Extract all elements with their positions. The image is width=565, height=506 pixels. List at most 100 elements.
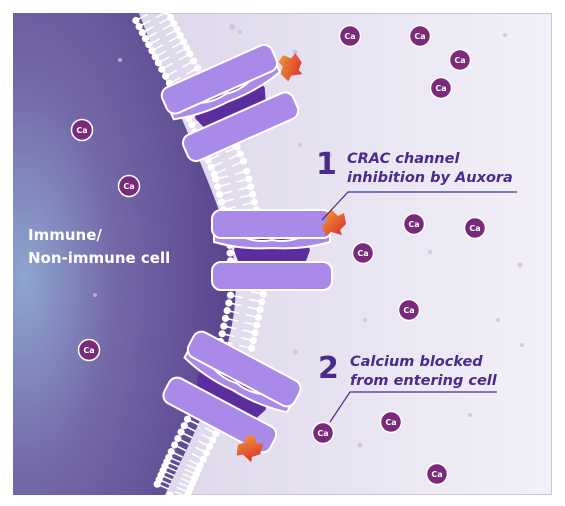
calcium-ion-label: Ca bbox=[344, 32, 355, 41]
cell-label: Immune/ Non-immune cell bbox=[28, 226, 170, 267]
crac-channel bbox=[211, 209, 346, 291]
lipid-tail bbox=[155, 13, 167, 18]
calcium-ion: Ca bbox=[397, 298, 421, 322]
cell-label-line-2: Non-immune cell bbox=[28, 249, 170, 267]
lipid-head bbox=[217, 198, 226, 206]
lipid-head bbox=[162, 72, 170, 80]
lipid-head bbox=[253, 321, 261, 329]
callout-2-number: 2 bbox=[318, 351, 339, 386]
crac-channel bbox=[162, 330, 302, 463]
callout-2-line-1: Calcium blocked bbox=[350, 354, 483, 370]
lipid-head bbox=[153, 480, 161, 488]
lipid-head bbox=[212, 175, 220, 183]
lipid-head bbox=[239, 157, 248, 165]
calcium-ion-label: Ca bbox=[123, 182, 134, 191]
callout-1: 1 CRAC channel inhibition by Auxora bbox=[316, 147, 517, 221]
calcium-ion-label: Ca bbox=[454, 56, 465, 65]
lipid-head bbox=[248, 190, 257, 199]
lipid-head bbox=[173, 26, 181, 34]
speckle bbox=[292, 49, 298, 55]
calcium-ion: Ca bbox=[425, 462, 449, 486]
lipid-head bbox=[258, 298, 266, 306]
calcium-ion-circle bbox=[311, 421, 335, 445]
speckle bbox=[229, 24, 235, 30]
lipid-head bbox=[209, 436, 217, 444]
speckle bbox=[428, 250, 432, 254]
speckle bbox=[363, 318, 367, 322]
background-particles bbox=[93, 24, 524, 448]
inhibitor-shape bbox=[278, 53, 303, 82]
lipid-head bbox=[256, 306, 264, 314]
lipid-head bbox=[190, 57, 198, 65]
calcium-ion-circle bbox=[338, 24, 362, 48]
calcium-ion: Ca bbox=[338, 24, 362, 48]
calcium-ion: Ca bbox=[408, 24, 432, 48]
lipid-head bbox=[135, 22, 143, 31]
callout-1-number: 1 bbox=[316, 147, 337, 182]
calcium-ion: Ca bbox=[351, 241, 375, 265]
calcium-ion-circle bbox=[117, 174, 141, 198]
calcium-ion-label: Ca bbox=[83, 346, 94, 355]
lipid-head bbox=[141, 35, 150, 43]
crac-channel bbox=[160, 43, 303, 163]
calcium-ion-circle bbox=[425, 462, 449, 486]
calcium-ion: Ca bbox=[448, 48, 472, 72]
speckle bbox=[520, 343, 524, 347]
lipid-head bbox=[145, 41, 153, 49]
calcium-ion-label: Ca bbox=[385, 418, 396, 427]
calcium-ion-circle bbox=[397, 298, 421, 322]
calcium-ion-label: Ca bbox=[431, 470, 442, 479]
lipid-head bbox=[194, 64, 202, 72]
calcium-ion: Ca bbox=[70, 118, 94, 142]
calcium-ion-circle bbox=[402, 212, 426, 236]
calcium-ion-label: Ca bbox=[414, 32, 425, 41]
lipid-head bbox=[214, 183, 222, 191]
lipid-head bbox=[199, 455, 207, 463]
speckle bbox=[468, 413, 472, 417]
lipid-head bbox=[212, 429, 220, 438]
lipid-head bbox=[250, 198, 259, 206]
inhibitor-shape bbox=[236, 435, 264, 463]
lipid-head bbox=[225, 299, 233, 307]
callout-1-line-2: inhibition by Auxora bbox=[347, 170, 513, 186]
speckle bbox=[357, 442, 363, 448]
callout-1-leader-line bbox=[321, 191, 517, 221]
callout-1-line-1: CRAC channel bbox=[347, 151, 460, 167]
calcium-ion-label: Ca bbox=[403, 306, 414, 315]
calcium-ion-circle bbox=[408, 24, 432, 48]
lipid-head bbox=[247, 183, 255, 191]
calcium-ion-circle bbox=[463, 216, 487, 240]
channel-subunit-bottom-body bbox=[162, 376, 278, 454]
calcium-ion-label: Ca bbox=[76, 126, 87, 135]
lipid-head bbox=[226, 291, 235, 299]
cell-body bbox=[13, 13, 236, 495]
auxora-inhibitor bbox=[278, 53, 303, 82]
speckle bbox=[93, 293, 97, 297]
lipid-head bbox=[176, 32, 184, 40]
calcium-ion: Ca bbox=[117, 174, 141, 198]
calcium-ion-circle bbox=[77, 338, 101, 362]
speckle bbox=[503, 33, 507, 37]
speckle bbox=[292, 349, 298, 355]
lipid-head bbox=[216, 190, 224, 199]
lipid-head bbox=[177, 428, 185, 436]
speckle bbox=[496, 318, 500, 322]
lipid-head bbox=[221, 314, 230, 322]
calcium-ion-circle bbox=[448, 48, 472, 72]
calcium-ion-circle bbox=[379, 410, 403, 434]
lipid-tail bbox=[174, 491, 185, 495]
calcium-ion: Ca bbox=[463, 216, 487, 240]
lipid-head bbox=[188, 121, 196, 129]
lipid-head bbox=[148, 47, 156, 55]
crac-channels bbox=[160, 43, 346, 463]
speckle bbox=[298, 143, 302, 147]
speckle bbox=[238, 30, 242, 34]
speckle bbox=[328, 153, 332, 157]
lipid-head bbox=[223, 307, 231, 315]
calcium-ion: Ca bbox=[311, 421, 335, 445]
lipid-head bbox=[249, 336, 258, 345]
lipid-head bbox=[202, 449, 211, 457]
lipid-head bbox=[167, 448, 175, 456]
